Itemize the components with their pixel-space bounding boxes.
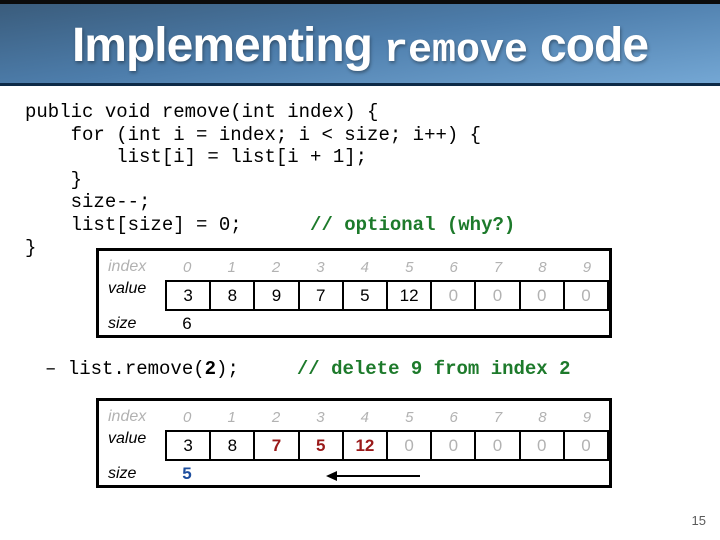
value-cell: 0 [562,280,610,311]
index-cell: 5 [405,258,414,276]
value-cell: 0 [386,430,433,461]
value-row-label: value [108,430,147,447]
code-line: size--; [25,191,515,214]
index-cell: 1 [227,258,236,276]
value-cell: 12 [341,430,389,461]
value-cell: 0 [430,280,477,311]
index-cells: 0 1 2 3 4 5 6 7 8 9 [165,409,609,426]
code-line: } [25,237,515,260]
value-cell: 7 [253,430,300,461]
page-number: 15 [691,513,706,528]
remove-call-suffix: ); [216,358,239,380]
value-cell: 7 [297,280,344,311]
code-line: public void remove(int index) { [25,101,515,124]
remove-call-prefix: – list.remove( [45,358,205,380]
code-text: size--; [25,191,151,214]
size-value: 5 [182,464,192,483]
remove-call-arg: 2 [204,358,217,380]
code-line: for (int i = index; i < size; i++) { [25,124,515,147]
index-cell: 0 [183,408,192,426]
index-cell: 9 [582,258,592,276]
index-cell: 7 [493,258,503,276]
index-cell: 9 [582,408,592,426]
code-block: public void remove(int index) { for (int… [25,101,515,259]
code-text: public void remove(int index) { [25,101,379,123]
value-cell: 0 [518,430,565,461]
slide-header: Implementing remove code [0,0,720,86]
value-cell: 0 [562,430,610,461]
shift-left-arrow [326,471,420,481]
code-text: list[size] = 0; [25,213,311,236]
index-cell: 4 [360,258,369,276]
code-text: } [25,236,37,259]
index-row-label: index [108,258,147,275]
code-text: for (int i = index; i < size; i++) { [25,123,482,146]
value-cell: 5 [341,280,389,311]
index-cell: 6 [449,408,458,426]
code-text: list[i] = list[i + 1]; [25,146,368,169]
index-row-label: index [108,408,147,425]
index-row: index 0 1 2 3 4 5 6 7 8 9 [99,404,609,430]
index-cell: 8 [538,408,547,426]
code-comment: // optional (why?) [310,213,516,236]
size-value: 6 [182,314,192,333]
index-cell: 2 [271,408,281,426]
title-part-code: code [540,19,649,72]
index-cell: 1 [227,408,236,426]
index-cell: 8 [538,258,547,276]
index-cells: 0 1 2 3 4 5 6 7 8 9 [165,259,609,276]
index-row: index 0 1 2 3 4 5 6 7 8 9 [99,254,609,280]
value-cell: 3 [165,280,212,311]
value-row-label: value [108,280,147,297]
value-cell: 0 [474,280,521,311]
remove-call-comment: // delete 9 from index 2 [296,358,571,380]
value-cell: 0 [518,280,565,311]
value-cell: 8 [209,430,256,461]
code-text: } [25,168,83,191]
value-cell: 0 [474,430,521,461]
value-cell: 3 [165,430,212,461]
index-cell: 0 [183,258,192,276]
arrow-head-icon [326,471,337,481]
remove-call-line: – list.remove(2); // delete 9 from index … [45,358,571,380]
arrow-shaft [332,475,420,477]
value-cell: 9 [253,280,300,311]
index-cell: 3 [316,408,325,426]
value-cell: 5 [297,430,344,461]
size-row: size 6 [99,313,609,335]
index-cell: 2 [271,258,281,276]
value-cell: 0 [430,430,477,461]
code-line: list[i] = list[i + 1]; [25,146,515,169]
index-cell: 6 [449,258,458,276]
code-line: } [25,169,515,192]
index-cell: 4 [360,408,369,426]
index-cell: 5 [405,408,414,426]
title-part-implementing: Implementing [71,19,373,72]
size-row: size 5 [99,463,609,485]
title-part-remove-code-word: remove [383,29,529,74]
value-cell: 12 [386,280,433,311]
code-line: list[size] = 0; // optional (why?) [25,213,516,237]
index-cell: 3 [316,258,325,276]
value-cell: 8 [209,280,256,311]
index-cell: 7 [493,408,503,426]
size-row-label: size [108,465,137,482]
size-row-label: size [108,315,137,332]
